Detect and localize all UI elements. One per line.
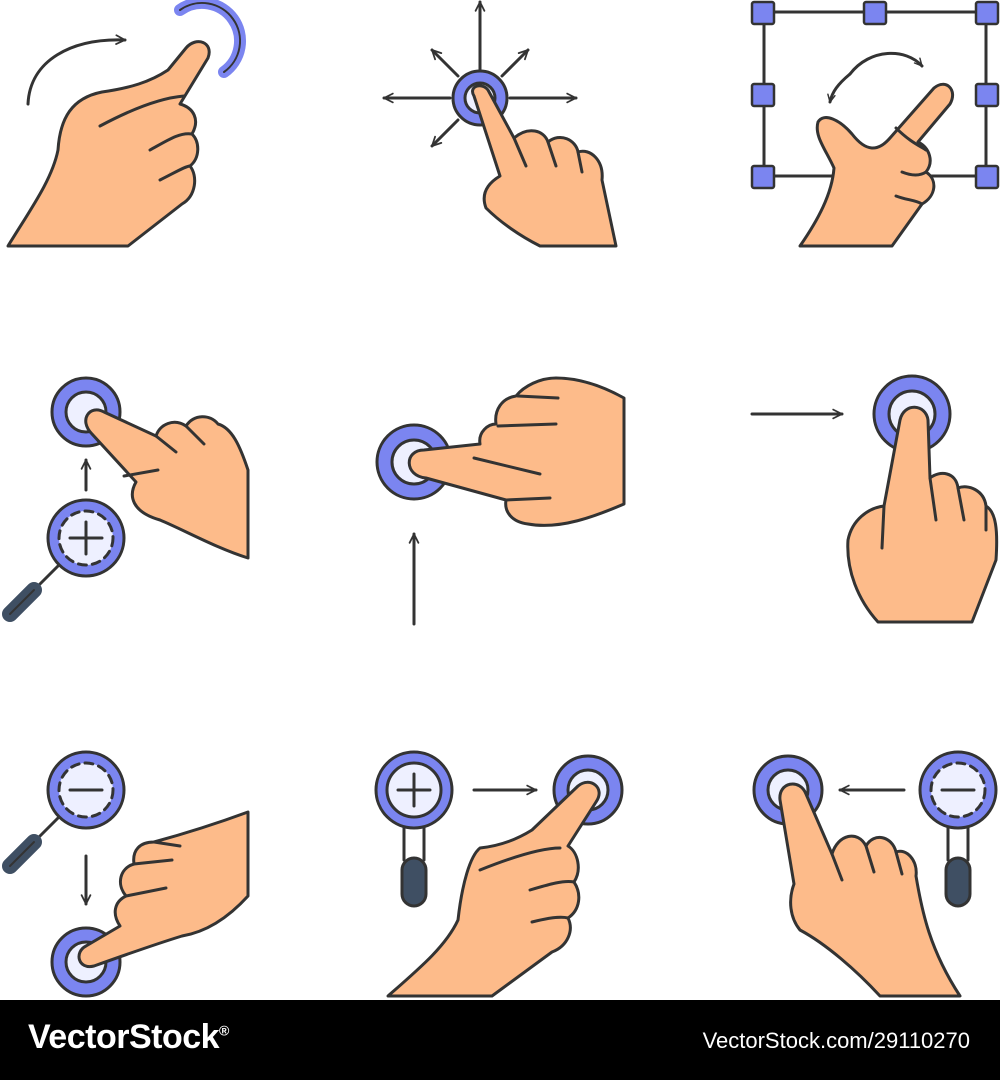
swipe-rotate-gesture-icon	[6, 0, 246, 248]
stock-id-label: VectorStock.com/29110270	[702, 1028, 970, 1053]
tap-zoom-out-down-gesture-icon	[2, 750, 250, 998]
gesture-icon-grid	[2, 0, 1000, 998]
zoom-in-right-gesture-icon	[374, 750, 624, 998]
drag-move-gesture-icon	[382, 0, 618, 248]
swipe-up-gesture-icon	[375, 376, 626, 626]
swipe-right-gesture-icon	[750, 374, 999, 624]
registered-mark: ®	[219, 1022, 229, 1039]
zoom-out-left-gesture-icon	[752, 750, 998, 998]
vectorstock-logo: VectorStock®	[28, 1018, 229, 1056]
watermark-footer: VectorStock® VectorStock.com/29110270	[0, 1000, 1000, 1080]
tap-zoom-in-up-gesture-icon	[2, 376, 250, 622]
rotate-select-gesture-icon	[750, 0, 1000, 248]
